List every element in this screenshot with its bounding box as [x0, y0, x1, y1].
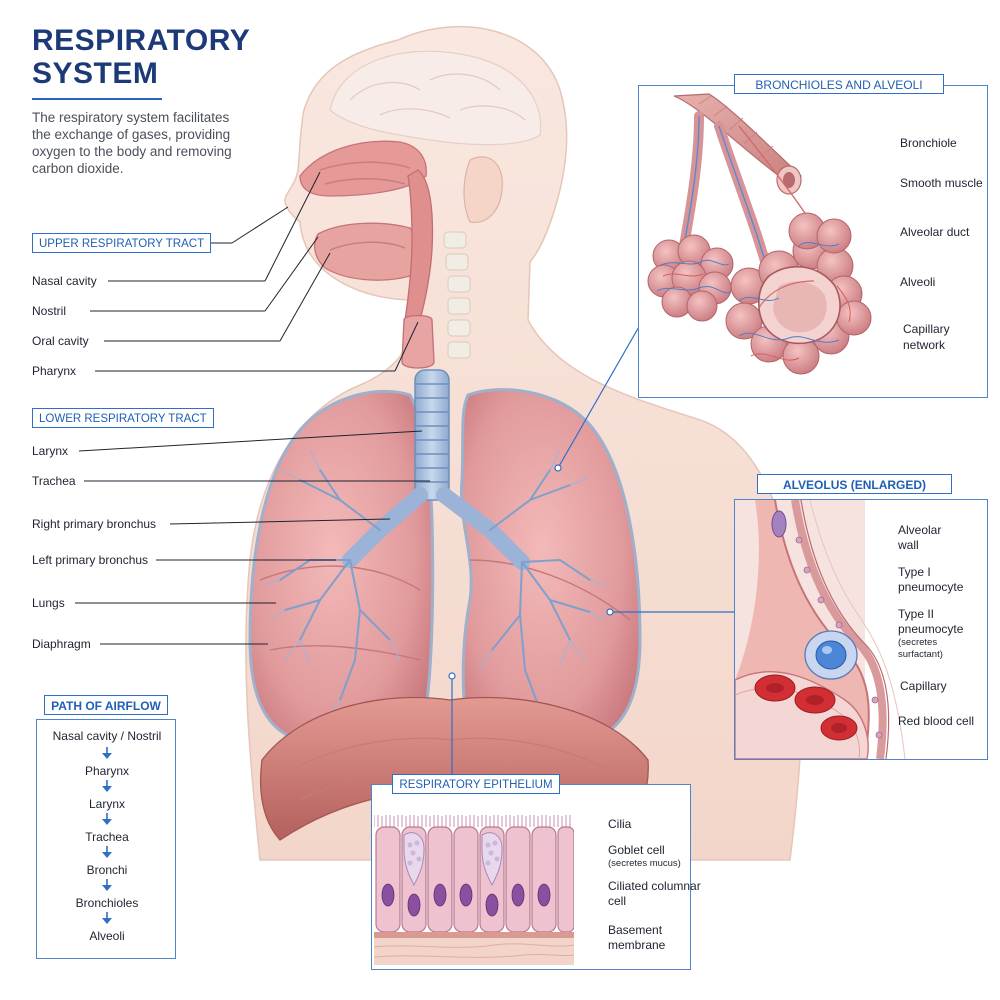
- page-title: RESPIRATORY SYSTEM: [32, 24, 250, 90]
- airflow-heading: PATH OF AIRFLOW: [44, 695, 168, 715]
- alveolus-panel: [734, 499, 988, 760]
- airflow-step-bronchi: Bronchi: [86, 863, 128, 877]
- label-alveolar-wall-2: wall: [898, 538, 919, 552]
- connector-lines: [451, 324, 735, 784]
- airflow-step-pharynx: Pharynx: [84, 764, 130, 778]
- epithelium-heading: RESPIRATORY EPITHELIUM: [392, 774, 560, 794]
- label-capillary-network-2: network: [903, 338, 946, 352]
- label-oral-cavity: Oral cavity: [32, 334, 89, 348]
- label-larynx: Larynx: [32, 444, 69, 458]
- airflow-step-bronchioles: Bronchioles: [75, 896, 139, 910]
- airflow-step-alveoli: Alveoli: [89, 929, 125, 943]
- label-goblet-cell: Goblet cell: [608, 843, 665, 857]
- label-right-primary-bronchus: Right primary bronchus: [32, 517, 157, 531]
- airflow-step-nasal: Nasal cavity / Nostril: [52, 729, 162, 743]
- label-type2-1: Type II: [898, 607, 935, 621]
- label-red-blood-cell: Red blood cell: [898, 714, 975, 728]
- label-lungs: Lungs: [32, 596, 65, 610]
- label-alveoli: Alveoli: [900, 275, 936, 289]
- label-cilia: Cilia: [608, 817, 632, 831]
- title-underline: [32, 98, 162, 100]
- bronchioles-panel: [638, 85, 988, 398]
- label-ciliated-columnar-1: Ciliated columnar: [608, 879, 701, 893]
- label-alveolar-duct: Alveolar duct: [900, 225, 970, 239]
- label-smooth-muscle: Smooth muscle: [900, 176, 983, 190]
- bronchial-tree: [279, 469, 591, 711]
- larynx: [401, 314, 435, 369]
- cervical-spine: [443, 231, 471, 359]
- arrow-down-icon: [102, 813, 112, 825]
- label-diaphragm: Diaphragm: [32, 637, 91, 651]
- airflow-panel: Nasal cavity / Nostril Pharynx Larynx Tr…: [36, 719, 176, 959]
- airflow-step-trachea: Trachea: [85, 830, 129, 844]
- label-goblet-note: (secretes mucus): [608, 858, 681, 869]
- label-ciliated-columnar-2: cell: [608, 894, 627, 908]
- label-basement-2: membrane: [608, 938, 666, 952]
- label-type2-2: pneumocyte: [898, 622, 964, 636]
- bronchioles-heading: BRONCHIOLES AND ALVEOLI: [734, 74, 944, 94]
- epithelium-illustration: [374, 815, 574, 965]
- label-nasal-cavity: Nasal cavity: [32, 274, 97, 288]
- arrow-down-icon: [102, 912, 112, 924]
- arrow-down-icon: [102, 780, 112, 792]
- arrow-down-icon: [102, 879, 112, 891]
- arrow-down-icon: [102, 846, 112, 858]
- bronchioles-illustration: [647, 93, 872, 375]
- label-alveolar-wall-1: Alveolar: [898, 523, 942, 537]
- label-bronchiole: Bronchiole: [900, 136, 957, 150]
- arrow-down-icon: [102, 747, 112, 759]
- lower-tract-heading: LOWER RESPIRATORY TRACT: [32, 408, 214, 428]
- epithelium-panel: [371, 784, 691, 970]
- intro-text: The respiratory system facilitates the e…: [32, 110, 232, 176]
- label-capillary: Capillary: [900, 679, 947, 693]
- upper-tract-heading: UPPER RESPIRATORY TRACT: [32, 233, 212, 253]
- label-type1-2: pneumocyte: [898, 580, 964, 594]
- label-nostril: Nostril: [32, 304, 67, 318]
- label-left-primary-bronchus: Left primary bronchus: [32, 553, 149, 567]
- label-trachea: Trachea: [32, 474, 76, 488]
- airflow-step-larynx: Larynx: [88, 797, 126, 811]
- label-type2-note-1: (secretes: [898, 637, 938, 648]
- label-capillary-network-1: Capillary: [903, 322, 950, 336]
- label-type2-note-2: surfactant): [898, 649, 943, 660]
- ear: [463, 156, 503, 223]
- label-basement-1: Basement: [608, 923, 663, 937]
- label-type1-1: Type I: [898, 565, 931, 579]
- alveolus-heading: ALVEOLUS (ENLARGED): [757, 474, 952, 494]
- label-pharynx: Pharynx: [32, 364, 77, 378]
- brain: [329, 50, 542, 146]
- alveolus-illustration: [735, 500, 906, 759]
